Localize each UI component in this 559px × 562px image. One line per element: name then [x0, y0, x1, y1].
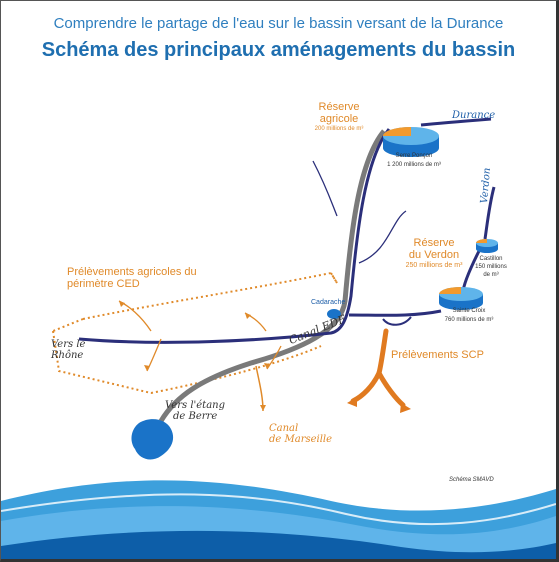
canal-marseille-path	[255, 365, 264, 412]
reserve-verdon-volume: 250 millions de m³	[405, 262, 463, 269]
canal-marseille-line2: de Marseille	[269, 434, 333, 445]
tributary-1	[312, 160, 338, 217]
castillon-volume-2: de m³	[483, 272, 499, 278]
castillon-volume-1: 150 millions	[475, 264, 507, 270]
castillon-name: Castillon	[479, 256, 503, 262]
sainte-croix-volume: 760 millions de m³	[444, 317, 494, 323]
scp-arrowhead-left	[347, 397, 357, 407]
prelevements-ced-label: Prélèvements agricoles du périmètre CED	[67, 266, 197, 290]
cadarache-node	[327, 309, 341, 319]
prelevements-ced-line1: Prélèvements agricoles du	[67, 266, 197, 278]
scp-loop	[382, 316, 412, 326]
serre-poncon-reservoir	[383, 127, 439, 157]
ced-arrow-1	[118, 300, 152, 332]
ced-perimeter-box	[52, 272, 338, 332]
tributary-2	[358, 210, 407, 264]
serre-poncon-volume: 1 200 millions de m³	[387, 162, 441, 168]
durance-river	[420, 117, 492, 127]
cadarache-label: Cadarache	[311, 299, 346, 306]
page-subtitle: Schéma des principaux aménagements du ba…	[41, 39, 516, 61]
reserve-agricole-volume: 200 millions de m³	[314, 126, 364, 132]
reserve-agricole-label: Réserve agricole 200 millions de m³	[301, 101, 377, 134]
credit-label: Schéma SMAVD	[449, 477, 494, 483]
ced-perimeter	[52, 271, 338, 395]
wave-band-3	[1, 530, 556, 559]
vers-rhone-label: Vers le Rhône	[51, 339, 85, 361]
reserve-verdon-line2: du Verdon	[408, 249, 460, 261]
canal-marseille-label: Canal de Marseille	[269, 423, 332, 445]
scp-arrows	[350, 328, 406, 408]
sainte-croix-label: Sainte Croix 760 millions de m³	[429, 307, 509, 325]
scp-arrowhead-right	[400, 403, 411, 413]
prelevements-scp-label: Prélèvements SCP	[391, 349, 484, 361]
sainte-croix-reservoir	[439, 287, 483, 310]
vers-etang-label: Vers l'étang de Berre	[165, 400, 225, 422]
durance-label: Durance	[452, 110, 496, 121]
reserve-agricole-line1: Réserve	[318, 101, 360, 113]
vers-etang-line1: Vers l'étang	[165, 400, 225, 411]
verdon-to-durance	[348, 309, 442, 317]
vers-rhone-line2: Rhône	[51, 350, 84, 361]
reserve-agricole-line2: agricole	[319, 113, 359, 125]
reserve-verdon-line1: Réserve	[413, 237, 455, 249]
canal-marseille-line1: Canal	[269, 423, 299, 434]
reserve-verdon-label: Réserve du Verdon 250 millions de m³	[396, 237, 472, 271]
serre-poncon-label: Serre Ponçon 1 200 millions de m³	[379, 152, 449, 170]
serre-poncon-name: Serre Ponçon	[395, 153, 433, 159]
prelevements-ced-line2: périmètre CED	[67, 278, 140, 290]
ced-arrow-4	[266, 345, 282, 370]
sainte-croix-name: Sainte Croix	[452, 308, 486, 314]
vers-etang-line2: de Berre	[173, 411, 218, 422]
castillon-label: Castillon 150 millions de m³	[471, 255, 511, 279]
wave-highlight	[1, 493, 556, 526]
page-title: Comprendre le partage de l'eau sur le ba…	[53, 15, 504, 32]
vers-rhone-line1: Vers le	[51, 339, 86, 350]
canal-edf-path	[158, 129, 386, 423]
etang-berre-lake	[131, 419, 174, 460]
durance-main	[78, 128, 391, 344]
castillon-reservoir	[476, 239, 498, 253]
